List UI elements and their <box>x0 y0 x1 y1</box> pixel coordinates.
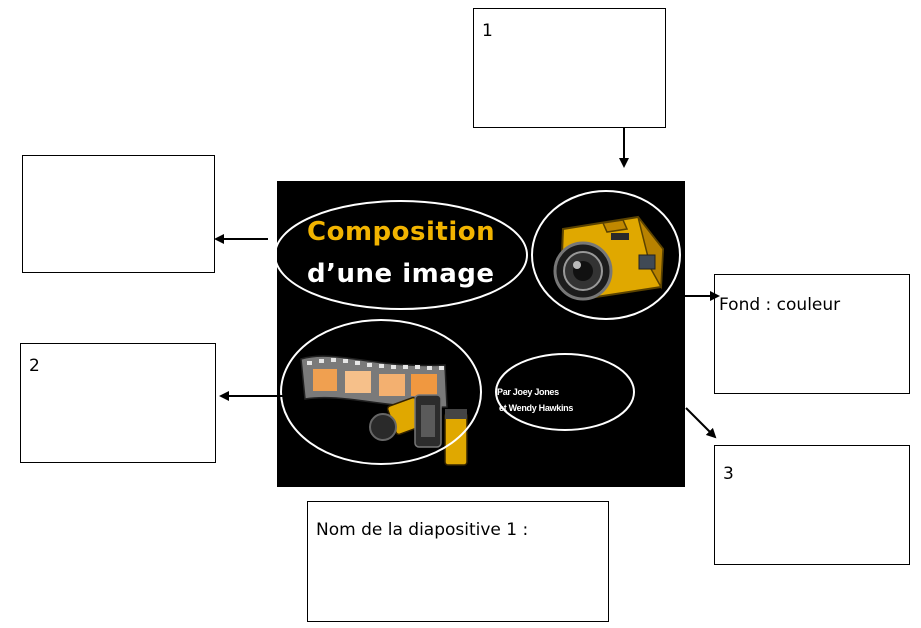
author-ellipse <box>495 353 635 431</box>
arrow-to-box-3 <box>685 407 717 439</box>
slide-name-label: Nom de la diapositive 1 : <box>316 520 529 540</box>
label-box-title <box>22 155 215 273</box>
label-box-1: 1 <box>473 8 666 128</box>
slide-author-line2: et Wendy Hawkins <box>499 403 574 413</box>
slide-title-line1: Composition <box>307 217 496 247</box>
label-box-2: 2 <box>20 343 216 463</box>
label-box-3: 3 <box>714 445 910 565</box>
slide-preview: Composition d’une image <box>277 181 685 487</box>
label-box-background-text: Fond : couleur <box>719 295 841 315</box>
film-ellipse <box>280 319 482 465</box>
slide-name-box: Nom de la diapositive 1 : <box>307 501 609 622</box>
label-box-background: Fond : couleur <box>714 274 910 394</box>
camera-icon <box>553 215 665 301</box>
camera-ellipse <box>531 190 681 320</box>
label-box-2-text: 2 <box>29 356 40 376</box>
slide-title-line2: d’une image <box>307 259 495 289</box>
slide-author-line1: Par Joey Jones <box>497 387 559 397</box>
label-box-3-text: 3 <box>723 464 734 484</box>
label-box-1-text: 1 <box>482 21 493 41</box>
title-ellipse <box>274 200 528 310</box>
